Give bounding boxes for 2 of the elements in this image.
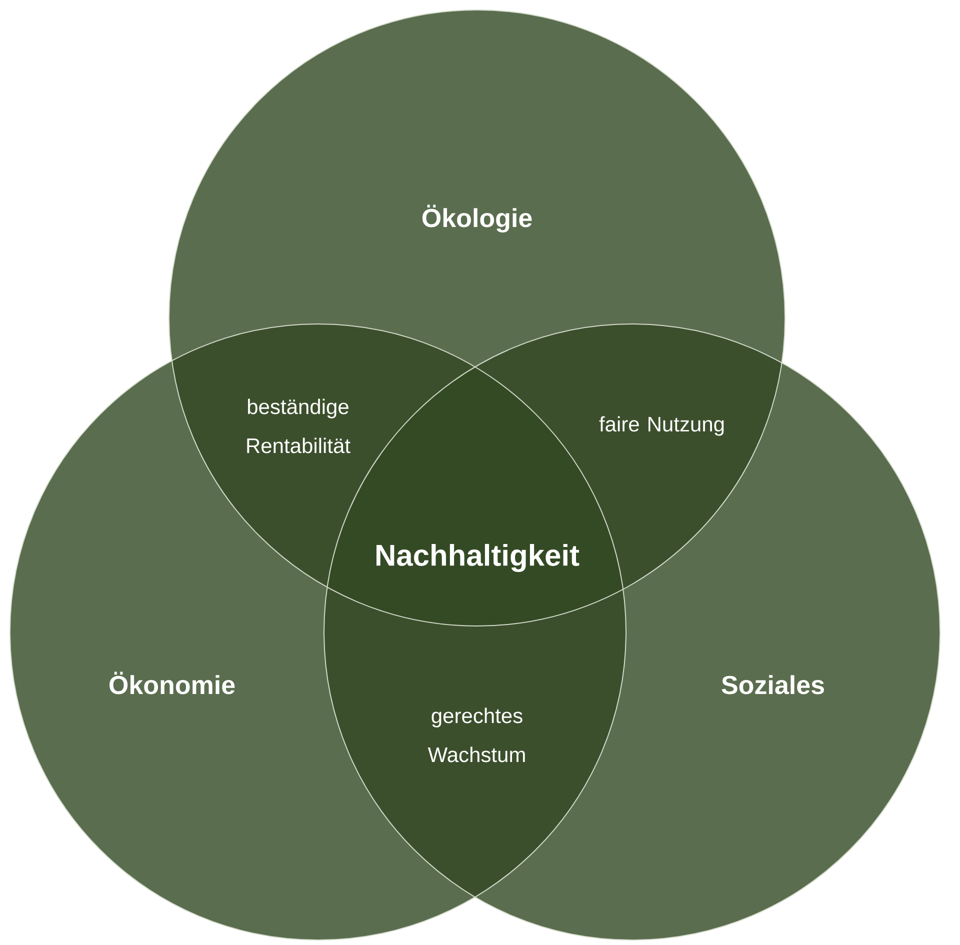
center-label: Nachhaltigkeit bbox=[376, 544, 580, 572]
overlap-label: gerechtes Wachstum bbox=[428, 708, 525, 762]
